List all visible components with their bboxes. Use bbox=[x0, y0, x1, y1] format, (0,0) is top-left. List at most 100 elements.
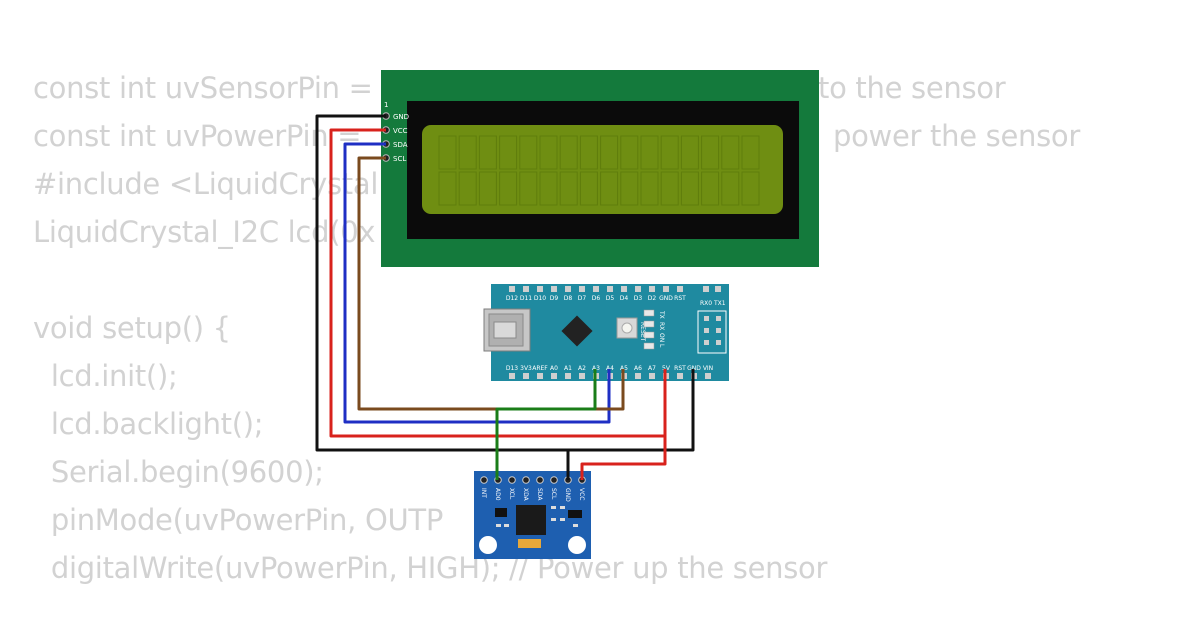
wire-sda-blue[interactable] bbox=[343, 142, 611, 424]
sensor-pin-label: SDA bbox=[536, 488, 543, 501]
status-led bbox=[643, 342, 655, 350]
nano-pin[interactable] bbox=[579, 373, 585, 379]
nano-pin[interactable] bbox=[551, 286, 557, 292]
code-line: void setup() { bbox=[33, 311, 231, 345]
reset-button[interactable] bbox=[616, 317, 638, 339]
nano-pin-label: RST bbox=[674, 365, 686, 372]
nano-pin[interactable] bbox=[579, 286, 585, 292]
nano-pin[interactable] bbox=[703, 286, 709, 292]
led-label: L bbox=[658, 344, 665, 348]
lcd-cell bbox=[579, 135, 598, 170]
lcd-cell bbox=[680, 171, 699, 206]
lcd-cell bbox=[559, 171, 578, 206]
lcd-cell bbox=[438, 135, 457, 170]
led-label: RX bbox=[658, 322, 665, 330]
nano-pin-label: D5 bbox=[606, 295, 615, 302]
code-line: const int uvPowerPin = bbox=[33, 119, 371, 153]
wire-scl-brown[interactable] bbox=[357, 156, 625, 411]
nano-pin[interactable] bbox=[635, 286, 641, 292]
nano-pin[interactable] bbox=[715, 286, 721, 292]
sensor-pin[interactable] bbox=[536, 476, 544, 484]
nano-pin[interactable] bbox=[649, 373, 655, 379]
icsp-pin bbox=[704, 316, 709, 321]
wire-signal-green[interactable] bbox=[495, 369, 597, 480]
code-line: lcd.backlight(); bbox=[33, 407, 264, 441]
reset-label: RESET bbox=[639, 322, 646, 342]
lcd-cell bbox=[600, 171, 619, 206]
nano-pin[interactable] bbox=[621, 286, 627, 292]
led-label: TX bbox=[658, 310, 665, 319]
nano-pin-label: D8 bbox=[564, 295, 573, 302]
nano-pin[interactable] bbox=[677, 286, 683, 292]
nano-pin[interactable] bbox=[551, 373, 557, 379]
nano-pin[interactable] bbox=[663, 286, 669, 292]
nano-pin[interactable] bbox=[635, 373, 641, 379]
icsp-pin bbox=[716, 316, 721, 321]
wire-vcc-sensor-red[interactable] bbox=[580, 436, 667, 480]
nano-pin[interactable] bbox=[677, 373, 683, 379]
nano-pin-label: D2 bbox=[648, 295, 657, 302]
nano-pin-label: D13 bbox=[506, 365, 518, 372]
nano-pin-label: GND bbox=[659, 295, 673, 302]
lcd-cell bbox=[499, 135, 518, 170]
lcd-cell bbox=[660, 135, 679, 170]
nano-pin[interactable] bbox=[705, 373, 711, 379]
lcd-pin-label: SDA bbox=[393, 141, 408, 149]
sensor-pin-label: INT bbox=[480, 488, 487, 498]
lcd-cell bbox=[620, 171, 639, 206]
lcd-cell bbox=[721, 135, 740, 170]
sensor-pin[interactable] bbox=[522, 476, 530, 484]
wire-gnd-black[interactable] bbox=[315, 114, 695, 452]
nano-pin-label: A0 bbox=[550, 365, 558, 372]
code-line: digitalWrite(uvPowerPin, HIGH); // Power… bbox=[33, 551, 828, 585]
sensor-pin[interactable] bbox=[480, 476, 488, 484]
code-line: lcd.init(); bbox=[33, 359, 178, 393]
nano-pin[interactable] bbox=[509, 286, 515, 292]
nano-pin[interactable] bbox=[565, 286, 571, 292]
nano-pin[interactable] bbox=[593, 286, 599, 292]
rx-tx-label: RX0 TX1 bbox=[700, 300, 726, 307]
nano-pin-label: RST bbox=[674, 295, 686, 302]
nano-pin-label: VIN bbox=[703, 365, 713, 372]
sensor-pin-label: AD0 bbox=[494, 488, 501, 501]
icsp-pin bbox=[716, 328, 721, 333]
status-led bbox=[643, 309, 655, 317]
sensor-chip bbox=[516, 505, 546, 535]
sensor-smd-parts bbox=[496, 506, 582, 527]
code-line: const int uvSensorPin = bbox=[33, 71, 382, 105]
nano-pin[interactable] bbox=[607, 286, 613, 292]
nano-pin[interactable] bbox=[523, 373, 529, 379]
lcd-cell bbox=[640, 135, 659, 170]
mounting-hole-left bbox=[479, 536, 497, 554]
lcd-cell bbox=[458, 171, 477, 206]
nano-pin[interactable] bbox=[509, 373, 515, 379]
lcd-cell bbox=[539, 135, 558, 170]
wire-vcc-red[interactable] bbox=[329, 128, 667, 438]
lcd-cell bbox=[438, 171, 457, 206]
lcd-cell bbox=[458, 135, 477, 170]
nano-pin[interactable] bbox=[565, 373, 571, 379]
sensor-pin[interactable] bbox=[550, 476, 558, 484]
code-line-tail: to the sensor bbox=[818, 71, 1006, 105]
nano-pin-label: D9 bbox=[550, 295, 559, 302]
nano-pin-label: A6 bbox=[634, 365, 642, 372]
nano-pin[interactable] bbox=[523, 286, 529, 292]
sensor-pin[interactable] bbox=[508, 476, 516, 484]
lcd-cell bbox=[600, 135, 619, 170]
nano-pin-label: A2 bbox=[578, 365, 586, 372]
lcd-cell bbox=[559, 135, 578, 170]
lcd-pin-label: VCC bbox=[393, 127, 408, 135]
code-line: Serial.begin(9600); bbox=[33, 455, 324, 489]
lcd-cell bbox=[660, 171, 679, 206]
nano-pin[interactable] bbox=[537, 286, 543, 292]
code-line: pinMode(uvPowerPin, OUTP bbox=[33, 503, 444, 537]
nano-pin[interactable] bbox=[537, 373, 543, 379]
nano-pin[interactable] bbox=[649, 286, 655, 292]
lcd-cell bbox=[701, 135, 720, 170]
